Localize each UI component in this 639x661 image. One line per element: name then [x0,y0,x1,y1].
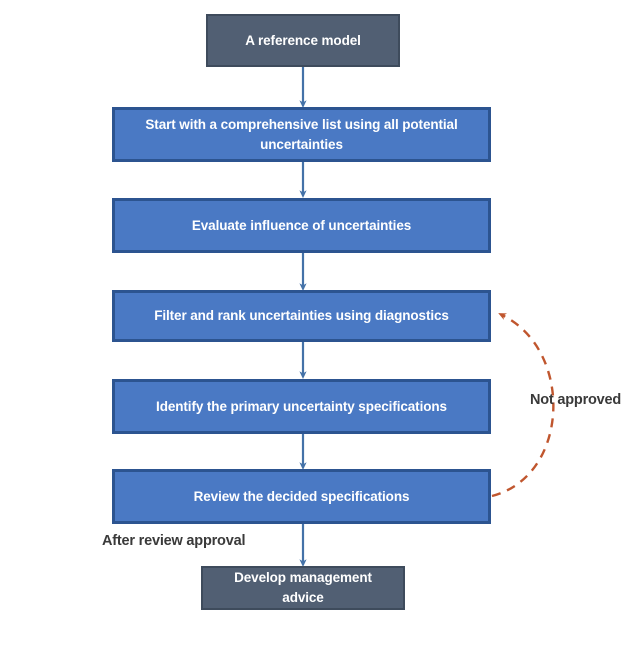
node-develop-advice[interactable]: Develop management advice [201,566,405,610]
node-develop-advice-label: Develop management advice [234,570,372,605]
node-review-decided-label: Review the decided specifications [193,488,410,504]
node-filter-and-rank-label: Filter and rank uncertainties using diag… [154,308,449,324]
node-evaluate-influence-label: Evaluate influence of uncertainties [191,217,412,233]
edge-label-not-approved: Not approved [530,392,622,408]
node-identify-primary-label: Identify the primary uncertainty specifi… [156,398,447,414]
node-reference-model[interactable]: A reference model [206,14,400,67]
connector-feedback-not-approved [491,313,555,498]
edge-label-after-review-approval: After review approval [102,533,246,549]
node-evaluate-influence[interactable]: Evaluate influence of uncertainties [112,198,491,253]
node-comprehensive-list-label: Start with a comprehensive list using al… [145,116,458,152]
node-identify-primary[interactable]: Identify the primary uncertainty specifi… [112,379,491,434]
node-filter-and-rank[interactable]: Filter and rank uncertainties using diag… [112,290,491,342]
node-reference-model-label: A reference model [245,32,361,48]
node-review-decided[interactable]: Review the decided specifications [112,469,491,524]
node-comprehensive-list[interactable]: Start with a comprehensive list using al… [112,107,491,162]
